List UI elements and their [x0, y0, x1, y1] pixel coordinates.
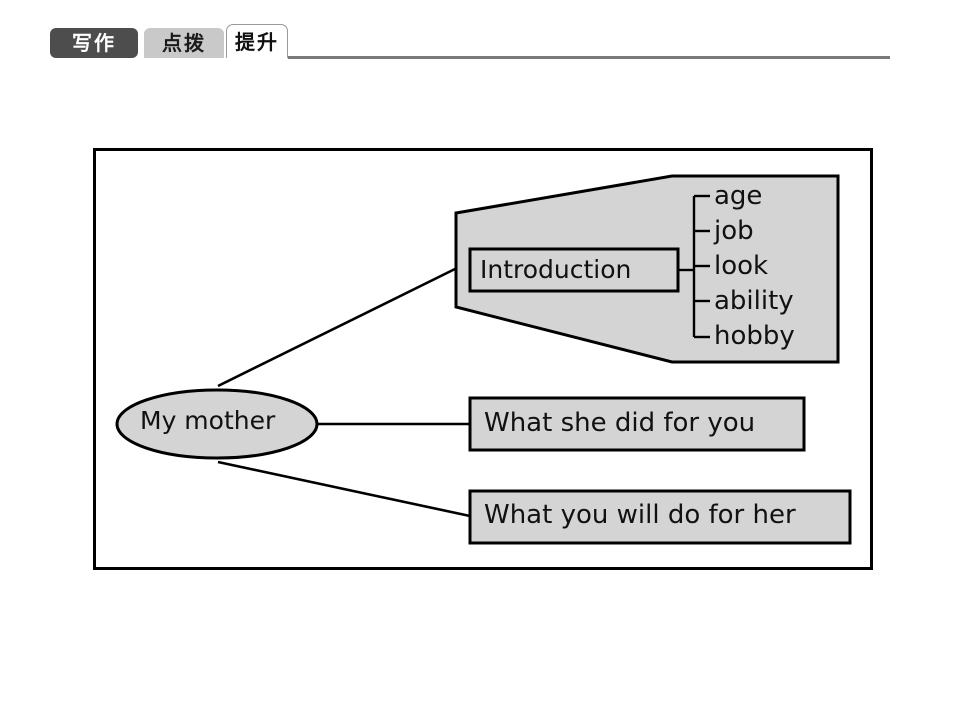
introduction-label: Introduction	[480, 255, 632, 284]
what-she-did-label: What she did for you	[484, 408, 756, 438]
detail-item-look: look	[714, 251, 769, 281]
detail-item-ability: ability	[714, 286, 794, 316]
detail-item-job: job	[714, 216, 754, 246]
root-label: My mother	[140, 406, 276, 435]
tab-dianbo[interactable]: 点拨	[144, 28, 224, 58]
what-you-will-do-label: What you will do for her	[484, 500, 796, 530]
detail-item-age: age	[714, 181, 763, 211]
detail-item-hobby: hobby	[714, 321, 795, 351]
tab-xiezuo[interactable]: 写作	[50, 28, 138, 58]
tab-bar: 写作 点拨 提升	[0, 0, 960, 72]
header-rule	[288, 56, 890, 59]
tab-tisheng[interactable]: 提升	[226, 24, 288, 58]
